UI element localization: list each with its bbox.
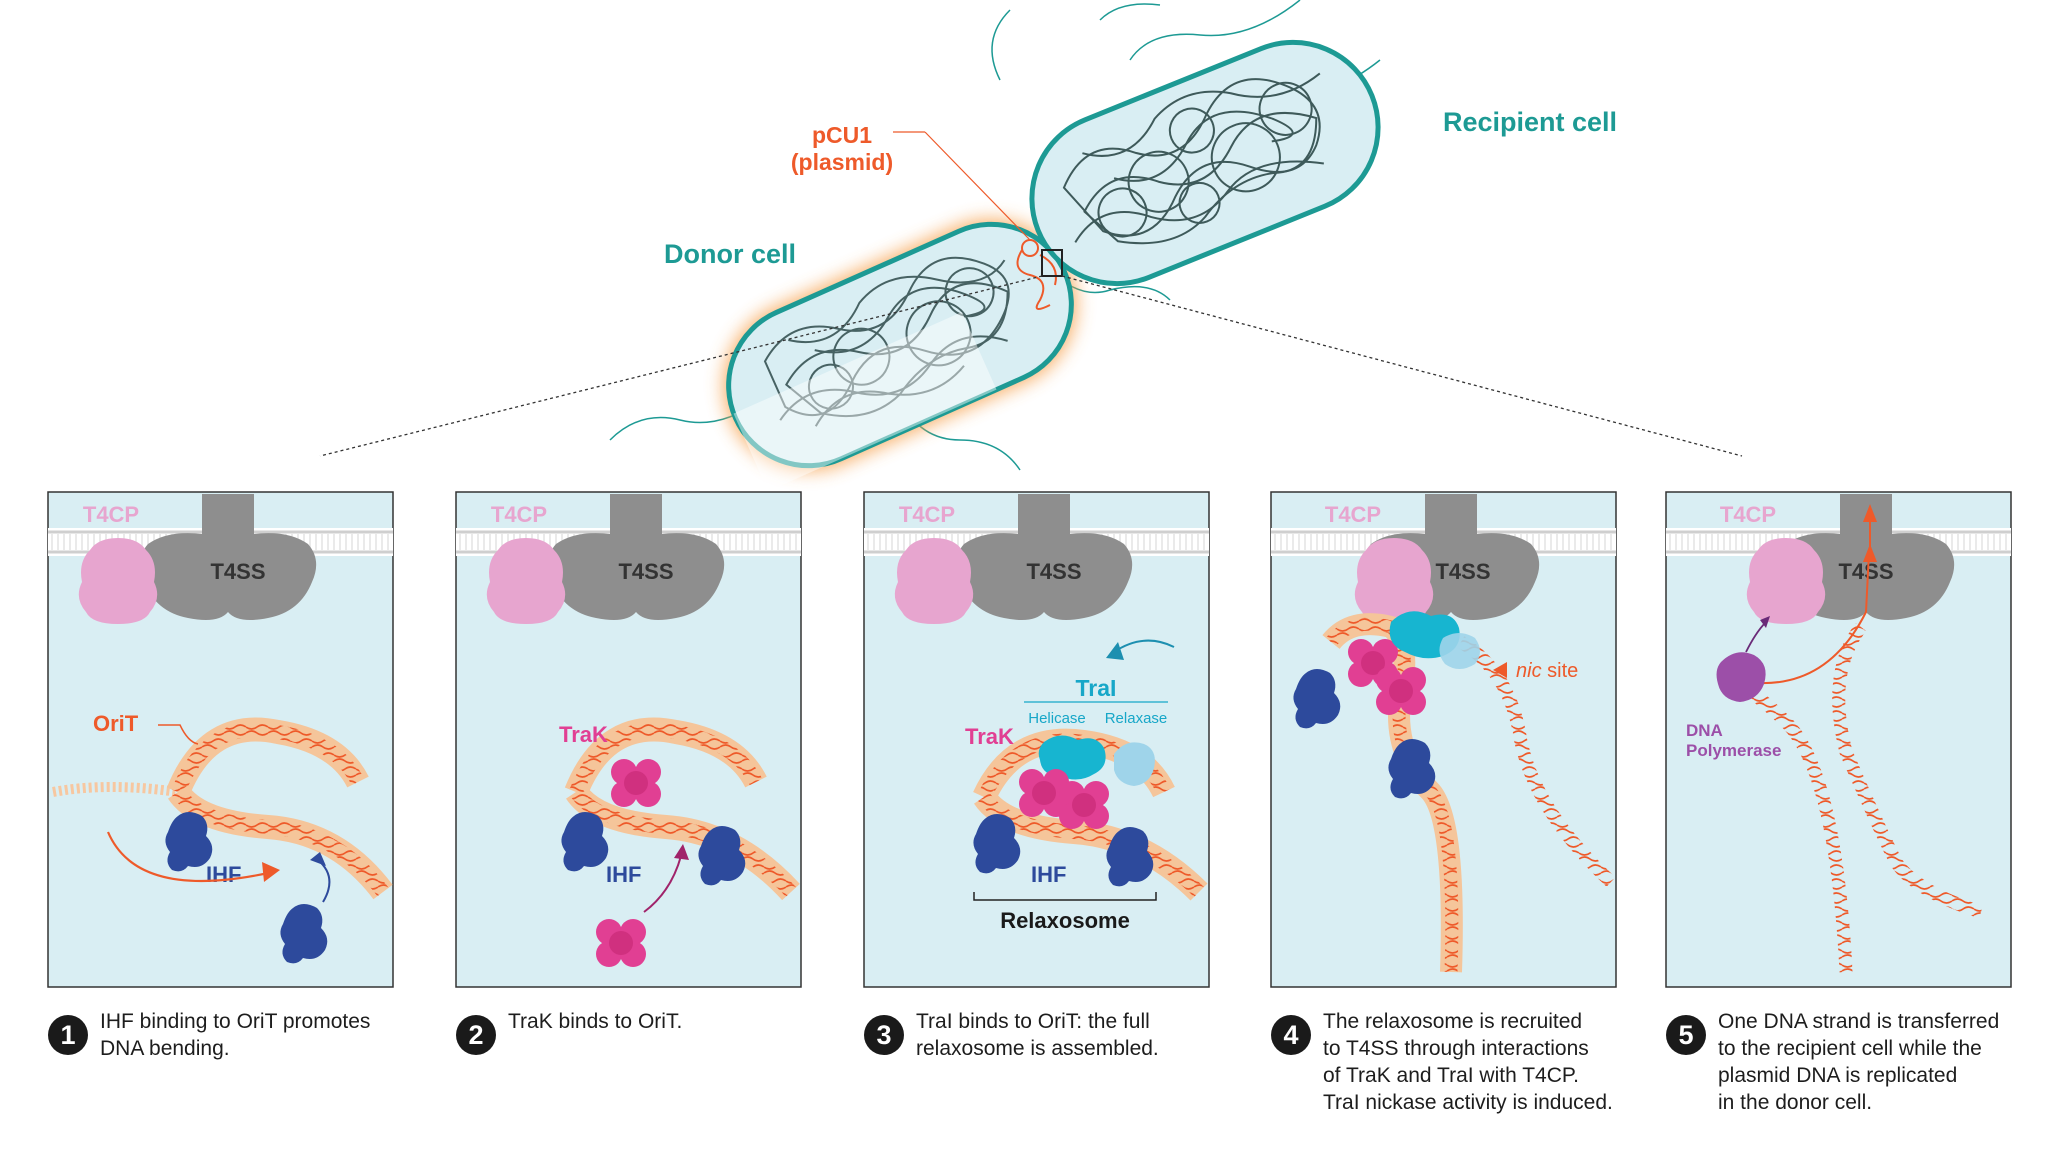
- t4cp: [1354, 538, 1434, 624]
- caption-text-2: TraK binds to OriT.: [508, 1008, 808, 1035]
- caption-1: 1 IHF binding to OriT promotes DNA bendi…: [48, 1008, 370, 1148]
- caption-line: in the donor cell.: [1718, 1091, 1873, 1114]
- overview: pCU1 (plasmid) Donor cell Recipient cell: [319, 0, 1743, 492]
- caption-line: to the recipient cell while the: [1718, 1037, 1982, 1060]
- caption-line: relaxosome is assembled.: [916, 1037, 1159, 1060]
- caption-text-1: IHF binding to OriT promotes DNA bending…: [100, 1008, 400, 1062]
- t4cp: [78, 538, 158, 624]
- caption-line: to T4SS through interactions: [1323, 1037, 1589, 1060]
- helicase: [1038, 735, 1106, 780]
- step-number-3: 3: [864, 1015, 904, 1055]
- caption-line: The relaxosome is recruited: [1323, 1010, 1583, 1033]
- nic-site-label: nic site: [1516, 660, 1578, 682]
- dna-polymerase-label-1: DNA: [1686, 721, 1723, 740]
- panel-3: T4SS T4CP TraI Helicase Relaxase TraK IH…: [862, 491, 1211, 988]
- caption-4: 4 The relaxosome is recruited to T4SS th…: [1271, 1008, 1613, 1148]
- caption-line: IHF binding to OriT promotes: [100, 1010, 371, 1033]
- t4cp-label: T4CP: [1325, 502, 1381, 527]
- orit-dna: [564, 717, 800, 901]
- recipient-cell: [1029, 39, 1381, 287]
- relaxase: [1439, 633, 1480, 669]
- t4ss-label: T4SS: [1838, 559, 1893, 584]
- zoom-box: [1041, 249, 1063, 277]
- t4ss-label: T4SS: [210, 559, 265, 584]
- panel-1: T4SS T4CP OriT IHF: [46, 491, 395, 988]
- nic-italic: nic: [1516, 660, 1542, 682]
- plasmid-label-1: pCU1: [812, 122, 872, 148]
- t4ss-label: T4SS: [1435, 559, 1490, 584]
- t4cp-label: T4CP: [899, 502, 955, 527]
- caption-text-3: TraI binds to OriT: the full relaxosome …: [916, 1008, 1216, 1062]
- panel-4: T4SS T4CP nic site: [1269, 491, 1618, 988]
- panel-5: T4SS T4CP DNA Polymerase: [1664, 491, 2013, 988]
- recipient-cell-label: Recipient cell: [1443, 107, 1617, 137]
- dna-strands: [1322, 613, 1616, 973]
- dna-polymerase-label-2: Polymerase: [1686, 741, 1781, 760]
- orit-label: OriT: [93, 711, 139, 736]
- donor-cell-label: Donor cell: [664, 239, 796, 269]
- relaxase-label: Relaxase: [1105, 710, 1168, 727]
- zoom-line-left: [319, 275, 1043, 457]
- orit-dna: [52, 717, 393, 900]
- t4cp-label: T4CP: [83, 502, 139, 527]
- relaxase: [1114, 742, 1155, 786]
- step-number-5: 5: [1666, 1015, 1706, 1055]
- caption-5: 5 One DNA strand is transferred to the r…: [1666, 1008, 2036, 1148]
- dna-polymerase: [1716, 652, 1766, 702]
- t4cp: [1746, 538, 1826, 624]
- ihf-label: IHF: [606, 862, 641, 887]
- zoom-line-right: [1061, 275, 1743, 457]
- t4ss-label: T4SS: [1026, 559, 1081, 584]
- plasmid-label-2: (plasmid): [791, 149, 893, 175]
- t4cp-label: T4CP: [491, 502, 547, 527]
- t4cp: [894, 538, 974, 624]
- caption-3: 3 TraI binds to OriT: the full relaxosom…: [864, 1008, 1184, 1148]
- step-number-2: 2: [456, 1015, 496, 1055]
- caption-line: of TraK and TraI with T4CP.: [1323, 1064, 1580, 1087]
- step-number-4: 4: [1271, 1015, 1311, 1055]
- caption-line: TraI binds to OriT: the full: [916, 1010, 1150, 1033]
- caption-line: TraK binds to OriT.: [508, 1010, 683, 1033]
- t4cp-label: T4CP: [1720, 502, 1776, 527]
- caption-2: 2 TraK binds to OriT.: [456, 1008, 776, 1148]
- caption-line: DNA bending.: [100, 1037, 230, 1060]
- trak-label: TraK: [559, 722, 608, 747]
- caption-line: TraI nickase activity is induced.: [1323, 1091, 1613, 1114]
- panel-2: T4SS T4CP TraK IHF: [454, 491, 803, 988]
- trai-label: TraI: [1076, 675, 1117, 701]
- caption-text-5: One DNA strand is transferred to the rec…: [1718, 1008, 2018, 1116]
- trak-label: TraK: [965, 724, 1014, 749]
- caption-line: One DNA strand is transferred: [1718, 1010, 2000, 1033]
- t4ss-label: T4SS: [618, 559, 673, 584]
- nic-rest: site: [1542, 660, 1579, 682]
- relaxosome-label: Relaxosome: [1000, 908, 1130, 933]
- ihf-label: IHF: [1031, 862, 1066, 887]
- donor-cell: [726, 221, 1074, 492]
- t4cp: [486, 538, 566, 624]
- caption-line: plasmid DNA is replicated: [1718, 1064, 1958, 1087]
- ihf-label: IHF: [206, 862, 241, 887]
- step-number-1: 1: [48, 1015, 88, 1055]
- caption-text-4: The relaxosome is recruited to T4SS thro…: [1323, 1008, 1623, 1116]
- helicase-label: Helicase: [1028, 710, 1086, 727]
